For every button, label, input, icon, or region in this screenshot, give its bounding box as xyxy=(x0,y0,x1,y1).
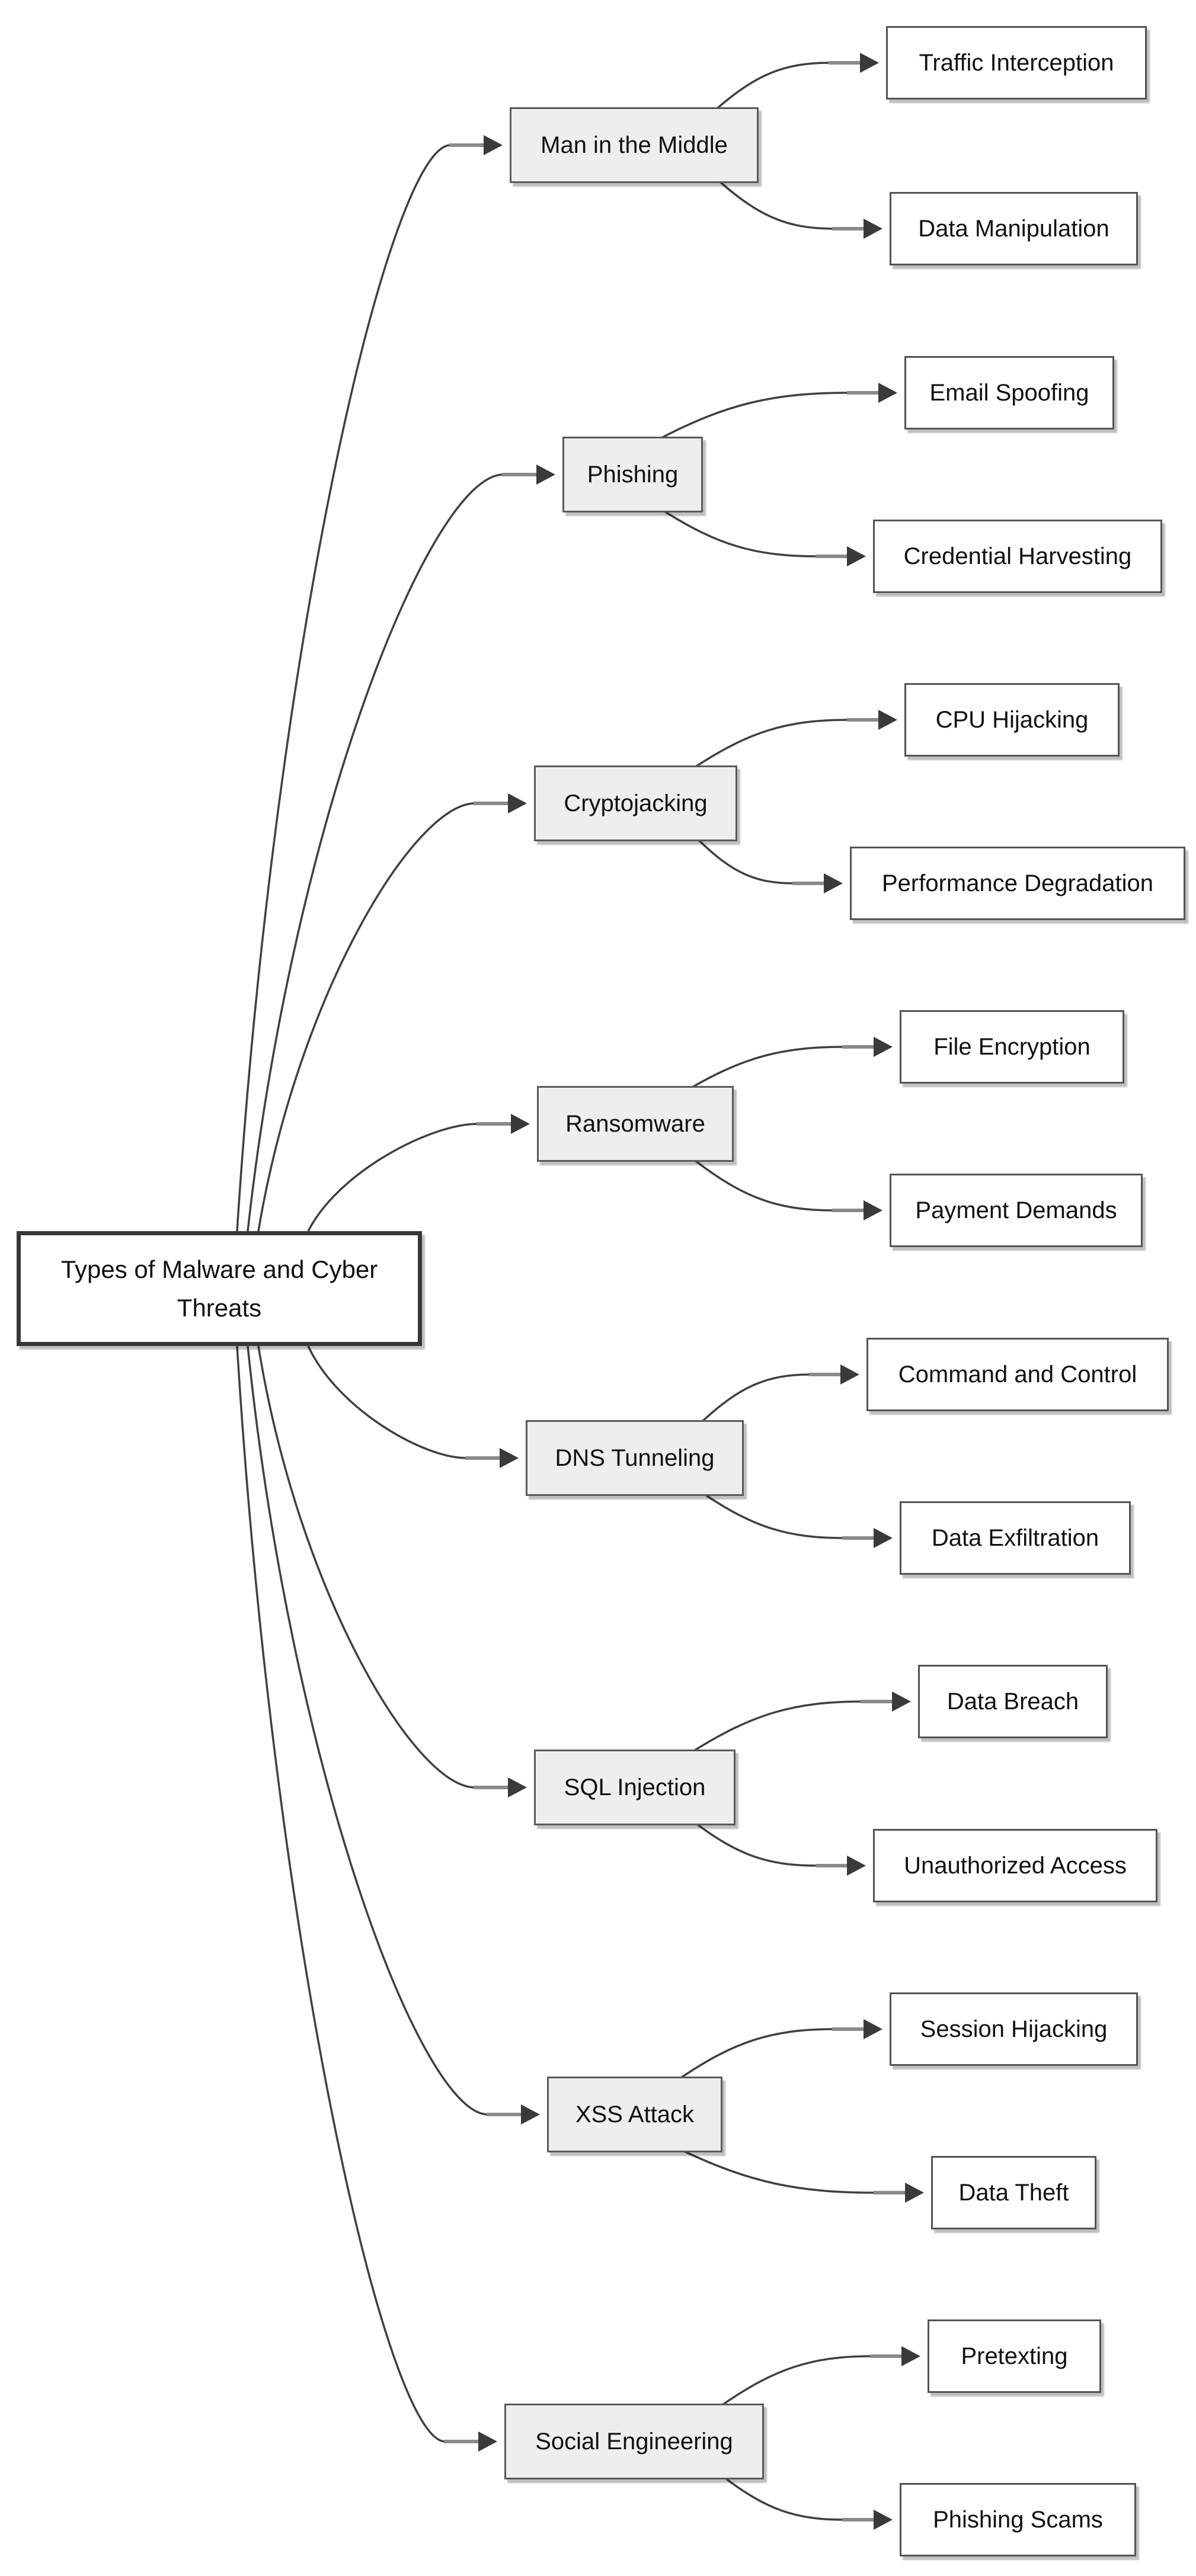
branch-label: SQL Injection xyxy=(564,1774,706,1800)
leaf-node-performance-degradation: Performance Degradation xyxy=(850,847,1185,920)
leaf-node-credential-harvesting: Credential Harvesting xyxy=(873,520,1162,593)
edge-cryptojacking-to-cpu-hijacking xyxy=(695,719,849,768)
leaf-node-traffic-interception: Traffic Interception xyxy=(886,26,1147,100)
edge-root-to-sql-injection xyxy=(257,1345,475,1789)
edge-social-to-pretexting xyxy=(722,2355,872,2406)
edge-phishing-to-email-spoofing xyxy=(661,392,849,439)
leaf-label: Pretexting xyxy=(961,2343,1068,2369)
branch-node-xss-attack: XSS Attack xyxy=(547,2077,722,2152)
edge-ransomware-to-file-encryption xyxy=(692,1046,844,1088)
edge-root-to-social-engineering xyxy=(236,1345,446,2443)
leaf-label: Data Breach xyxy=(946,1689,1079,1715)
leaf-node-data-theft: Data Theft xyxy=(931,2156,1096,2229)
edge-root-to-phishing xyxy=(247,473,504,1232)
edge-phishing-to-credential-harvesting xyxy=(664,510,817,558)
leaf-label: Data Exfiltration xyxy=(931,1525,1099,1551)
edge-sql-to-unauthorized-access xyxy=(696,1823,817,1867)
leaf-label: Credential Harvesting xyxy=(903,543,1132,569)
leaf-label: Payment Demands xyxy=(915,1197,1117,1223)
edge-sql-to-data-breach xyxy=(693,1700,862,1752)
leaf-label: Data Theft xyxy=(958,2180,1069,2206)
branch-label: Ransomware xyxy=(565,1111,705,1137)
leaf-node-data-exfiltration: Data Exfiltration xyxy=(900,1501,1131,1575)
leaf-node-cpu-hijacking: CPU Hijacking xyxy=(904,683,1120,757)
edge-dns-to-data-exfiltration xyxy=(705,1494,844,1539)
leaf-label: Phishing Scams xyxy=(933,2507,1103,2533)
leaf-node-data-breach: Data Breach xyxy=(918,1665,1108,1738)
leaf-label: Unauthorized Access xyxy=(904,1853,1127,1879)
leaf-label: Command and Control xyxy=(898,1361,1137,1388)
branch-node-sql-injection: SQL Injection xyxy=(534,1750,735,1825)
edge-ransomware-to-payment-demands xyxy=(694,1159,834,1212)
root-node-label: Types of Malware and Cyber Threats xyxy=(60,1255,378,1322)
leaf-label: Email Spoofing xyxy=(929,380,1089,406)
leaf-label: File Encryption xyxy=(933,1034,1091,1060)
edge-cryptojacking-to-performance-degradation xyxy=(698,839,794,885)
edge-mitm-to-traffic-interception xyxy=(716,62,830,110)
edge-mitm-to-data-manipulation xyxy=(719,181,834,230)
leaf-node-data-manipulation: Data Manipulation xyxy=(890,192,1138,265)
branch-node-social-engineering: Social Engineering xyxy=(504,2404,764,2479)
leaf-label: Data Manipulation xyxy=(918,216,1109,242)
leaf-label: Session Hijacking xyxy=(920,2016,1108,2042)
edge-dns-to-command-and-control xyxy=(701,1373,811,1422)
leaf-node-file-encryption: File Encryption xyxy=(900,1010,1124,1084)
branch-label: Phishing xyxy=(587,462,679,488)
root-node-types-of-malware: Types of Malware and Cyber Threats xyxy=(17,1231,422,1346)
edge-social-to-phishing-scams xyxy=(724,2477,844,2521)
branch-node-man-in-the-middle: Man in the Middle xyxy=(510,107,759,183)
leaf-label: CPU Hijacking xyxy=(935,707,1089,733)
branch-node-cryptojacking: Cryptojacking xyxy=(534,765,737,841)
leaf-node-command-and-control: Command and Control xyxy=(866,1338,1169,1411)
branch-label: Social Engineering xyxy=(535,2428,733,2455)
edge-root-to-xss-attack xyxy=(247,1345,488,2116)
edge-root-to-ransomware xyxy=(307,1123,478,1232)
branch-label: Man in the Middle xyxy=(541,132,728,158)
leaf-node-unauthorized-access: Unauthorized Access xyxy=(873,1829,1157,1902)
branch-node-ransomware: Ransomware xyxy=(537,1086,734,1162)
branch-label: XSS Attack xyxy=(575,2101,695,2128)
branch-node-dns-tunneling: DNS Tunneling xyxy=(526,1420,744,1496)
leaf-node-payment-demands: Payment Demands xyxy=(890,1174,1143,1247)
edge-xss-to-session-hijacking xyxy=(680,2028,834,2079)
leaf-node-pretexting: Pretexting xyxy=(928,2319,1101,2393)
leaf-node-session-hijacking: Session Hijacking xyxy=(890,1992,1138,2066)
edge-root-to-man-in-the-middle xyxy=(236,144,451,1232)
edge-xss-to-data-theft xyxy=(683,2150,875,2194)
leaf-label: Performance Degradation xyxy=(881,870,1154,896)
edge-root-to-dns-tunneling xyxy=(307,1345,467,1459)
branch-label: Cryptojacking xyxy=(564,790,708,816)
leaf-label: Traffic Interception xyxy=(919,50,1114,76)
leaf-node-email-spoofing: Email Spoofing xyxy=(904,356,1114,430)
leaf-node-phishing-scams: Phishing Scams xyxy=(900,2483,1136,2556)
edge-root-to-cryptojacking xyxy=(257,802,475,1232)
branch-label: DNS Tunneling xyxy=(555,1445,715,1471)
branch-node-phishing: Phishing xyxy=(562,437,703,512)
